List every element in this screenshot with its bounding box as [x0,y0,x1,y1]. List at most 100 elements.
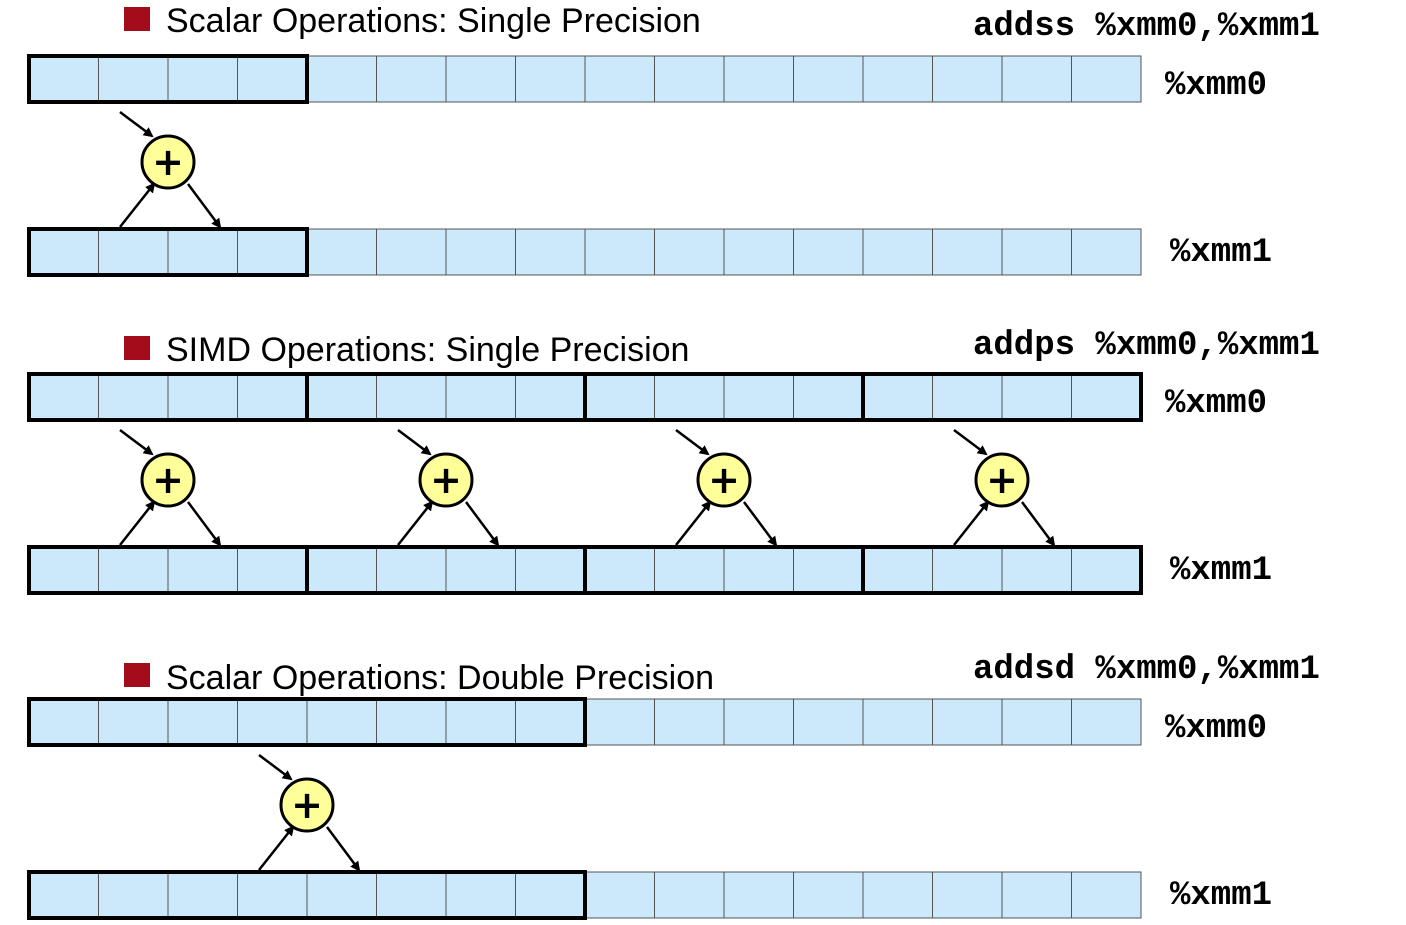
register-cell [723,228,794,276]
input-arrow-icon [258,754,293,781]
panel-2-heading: SIMD Operations: Single Precision [166,331,690,369]
register-cell [376,55,447,103]
bullet-marker [124,663,150,687]
register-cell [98,698,169,746]
register-cell [515,373,586,421]
register-cell [862,228,933,276]
register-cell [28,228,99,276]
register-cell [584,55,655,103]
register-cell [515,698,586,746]
register-cell [515,871,586,919]
register-cell [932,373,1003,421]
register-cell [793,546,864,594]
register-cell [376,698,447,746]
register-cell [237,228,308,276]
input-arrow-icon [258,825,295,871]
input-arrow-icon [397,429,432,456]
register-cell [28,373,99,421]
input-arrow-icon [953,500,990,546]
register-cell [723,871,794,919]
lane-outline [27,697,587,747]
register-cell [1001,871,1072,919]
adder-circle-icon [418,452,474,508]
register-cell [28,871,99,919]
register-cell [654,871,725,919]
register-cell [862,373,933,421]
adder-plus-symbol: + [152,140,184,184]
register-cell [515,55,586,103]
register-cell [932,55,1003,103]
register-cell [793,373,864,421]
register-cell [932,228,1003,276]
register-cell [237,871,308,919]
output-arrow-icon [186,501,222,547]
register-cell [306,871,377,919]
register-cell [793,871,864,919]
panel-3-heading: Scalar Operations: Double Precision [166,659,715,697]
register-cell [793,698,864,746]
register-cell [237,698,308,746]
adder-plus-symbol: + [291,783,323,827]
register-cell [306,228,377,276]
register-cell [98,228,169,276]
register-cell [1071,373,1142,421]
input-arrow-icon [119,111,154,138]
register-cell [862,698,933,746]
input-arrow-icon [119,429,154,456]
bullet-marker [124,336,150,360]
adder-plus-symbol: + [430,458,462,502]
adder-plus-symbol: + [986,458,1018,502]
register-cell [237,55,308,103]
register-cell [515,228,586,276]
panel-1-dst-register-label: %xmm1 [1170,234,1273,272]
adder-circle-icon [696,452,752,508]
register-cell [167,546,238,594]
register-cell [237,373,308,421]
register-cell [1001,546,1072,594]
panel-2-dst-register-label: %xmm1 [1170,552,1273,590]
register-cell [1001,698,1072,746]
panel-2-src-register-label: %xmm0 [1165,385,1268,423]
register-cell [932,698,1003,746]
register-cell [723,698,794,746]
register-cell [723,373,794,421]
register-cell [584,546,655,594]
register-cell [654,228,725,276]
register-cell [98,55,169,103]
register-cell [376,228,447,276]
lane-outline [27,54,309,104]
register-cell [306,698,377,746]
register-cell [862,55,933,103]
bullet-marker [124,7,150,31]
register-cell [98,546,169,594]
input-arrow-icon [119,500,156,546]
register-cell [445,871,516,919]
register-cell [862,871,933,919]
register-cell [98,871,169,919]
register-cell [445,55,516,103]
register-cell [28,546,99,594]
register-cell [1001,55,1072,103]
panel-1-src-register-label: %xmm0 [1165,67,1268,105]
input-arrow-icon [675,500,712,546]
register-cell [1071,55,1142,103]
output-arrow-icon [742,501,778,547]
output-arrow-icon [325,826,361,872]
panel-3-src-register-label: %xmm0 [1165,710,1268,748]
register-cell [654,546,725,594]
output-arrow-icon [186,183,222,229]
register-cell [167,871,238,919]
register-cell [167,228,238,276]
register-cell [654,698,725,746]
register-cell [723,546,794,594]
register-cell [167,373,238,421]
register-cell [167,55,238,103]
register-cell [445,228,516,276]
adder-circle-icon [140,134,196,190]
register-cell [445,546,516,594]
output-arrow-icon [464,501,500,547]
panel-1-instruction: addss %xmm0,%xmm1 [973,8,1320,46]
register-cell [1001,373,1072,421]
panel-1-heading: Scalar Operations: Single Precision [166,2,701,40]
